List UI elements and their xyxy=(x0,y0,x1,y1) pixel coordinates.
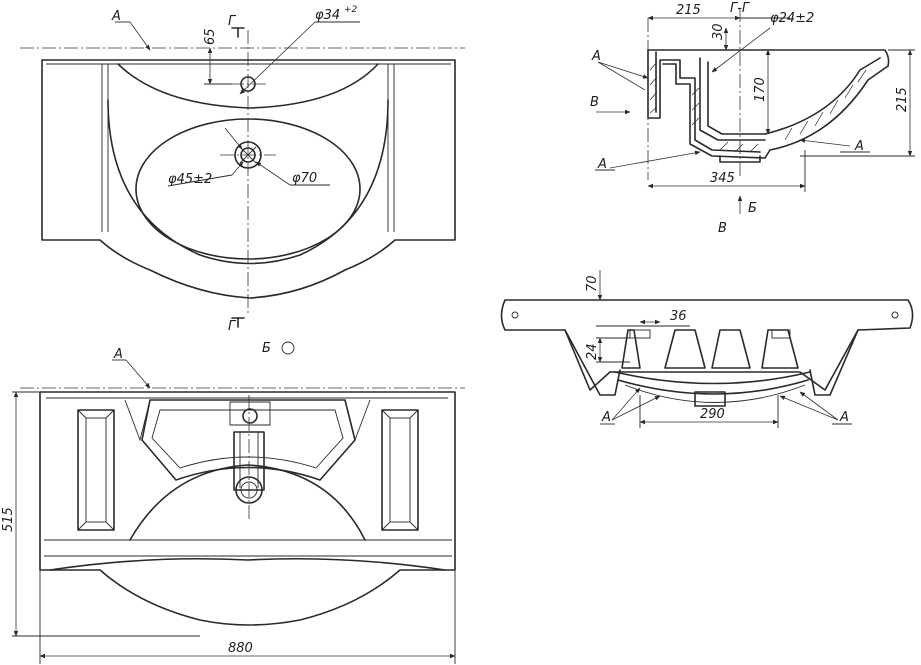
section-mark-bottom: Г xyxy=(228,319,237,334)
dim-215-side: 215 xyxy=(895,87,910,112)
label-a-2: А xyxy=(597,157,607,172)
label-a-side-2: А xyxy=(839,410,849,425)
side-view: 70 36 24 290 А А xyxy=(500,270,914,428)
label-a-bottom: А xyxy=(113,347,123,362)
dia-tap: φ34 xyxy=(315,8,340,23)
label-view-b-down: Б xyxy=(748,201,757,216)
dim-345: 345 xyxy=(710,171,735,186)
view-label-b: Б xyxy=(262,341,271,356)
label-a-3: А xyxy=(854,139,864,154)
section-view: 215 Г-Г φ24±2 30 170 215 345 А А А В Б В xyxy=(590,1,915,236)
dim-24: 24 xyxy=(585,343,600,360)
dia-overflow: φ24±2 xyxy=(770,11,814,26)
dia-tap-tol: +2 xyxy=(344,5,358,15)
dim-515: 515 xyxy=(1,507,16,532)
section-mark-top: Г xyxy=(228,14,237,29)
dia-drain-outer: φ70 xyxy=(292,171,317,186)
label-a-1: А xyxy=(591,49,601,64)
dia-drain: φ45±2 xyxy=(168,172,212,187)
dim-36: 36 xyxy=(670,309,687,324)
dim-290: 290 xyxy=(700,407,725,422)
section-title: Г-Г xyxy=(730,1,751,16)
label-view-b-left: В xyxy=(590,95,599,110)
label-a-top: А xyxy=(111,9,121,24)
dim-65: 65 xyxy=(203,28,218,45)
dim-70: 70 xyxy=(585,275,600,292)
label-a-side-1: А xyxy=(601,410,611,425)
dim-215-top: 215 xyxy=(676,3,701,18)
view-title-b: В xyxy=(718,221,727,236)
dim-880: 880 xyxy=(228,641,253,656)
bottom-view: А 515 880 xyxy=(1,347,465,664)
dim-30: 30 xyxy=(711,23,726,40)
top-view: А 65 Г φ34 +2 φ45±2 φ70 Г Б xyxy=(20,5,465,356)
dim-170: 170 xyxy=(753,77,768,102)
